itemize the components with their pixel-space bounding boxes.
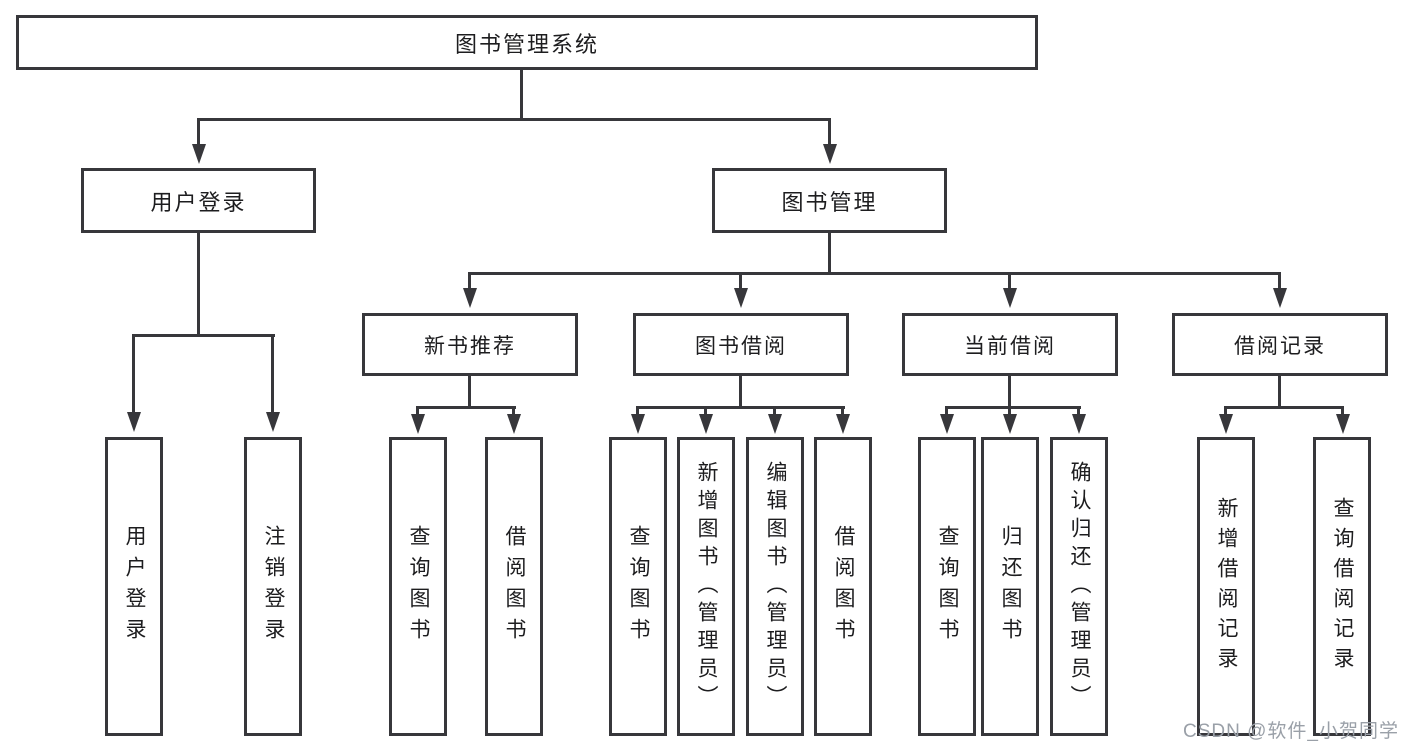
line (841, 406, 844, 416)
line (739, 272, 742, 290)
line (197, 118, 200, 146)
arrowhead-down-icon (1003, 414, 1017, 434)
line (468, 272, 471, 290)
line (1224, 406, 1227, 416)
leaf-current-query-books: 查询图书 (918, 437, 976, 736)
line (828, 233, 831, 272)
node-library-system: 图书管理系统 (16, 15, 1038, 70)
line (468, 376, 471, 406)
line (945, 406, 948, 416)
leaf-borrow-add-books-admin: 新增图书（管理员） (677, 437, 735, 736)
node-book-management: 图书管理 (712, 168, 947, 233)
leaf-borrow-borrow-books: 借阅图书 (814, 437, 872, 736)
line (416, 406, 516, 409)
line (271, 334, 274, 414)
line (512, 406, 515, 416)
arrowhead-down-icon (411, 414, 425, 434)
node-current-borrow: 当前借阅 (902, 313, 1118, 376)
csdn-watermark: CSDN @软件_小贺同学 (1183, 721, 1399, 742)
line (132, 334, 275, 337)
line (1077, 406, 1080, 416)
arrowhead-down-icon (1072, 414, 1086, 434)
line (636, 406, 845, 409)
line (739, 376, 742, 406)
arrowhead-down-icon (1219, 414, 1233, 434)
line (1341, 406, 1344, 416)
line (468, 272, 1281, 275)
line (1278, 376, 1281, 406)
line (1008, 376, 1011, 406)
arrowhead-down-icon (192, 144, 206, 164)
line (1224, 406, 1344, 409)
node-user-login: 用户登录 (81, 168, 316, 233)
leaf-borrow-edit-books-admin: 编辑图书（管理员） (746, 437, 804, 736)
leaf-records-add-record: 新增借阅记录 (1197, 437, 1255, 736)
arrowhead-down-icon (463, 288, 477, 308)
leaf-current-return-books: 归还图书 (981, 437, 1039, 736)
line (416, 406, 419, 416)
arrowhead-down-icon (1273, 288, 1287, 308)
node-borrow-records: 借阅记录 (1172, 313, 1388, 376)
arrowhead-down-icon (1336, 414, 1350, 434)
arrowhead-down-icon (1003, 288, 1017, 308)
line (945, 406, 1081, 409)
leaf-records-query-record: 查询借阅记录 (1313, 437, 1371, 736)
node-book-borrow: 图书借阅 (633, 313, 849, 376)
arrowhead-down-icon (699, 414, 713, 434)
arrowhead-down-icon (507, 414, 521, 434)
leaf-logout: 注销登录 (244, 437, 302, 736)
line (1008, 272, 1011, 290)
arrowhead-down-icon (836, 414, 850, 434)
arrowhead-down-icon (940, 414, 954, 434)
line (197, 118, 831, 121)
arrowhead-down-icon (631, 414, 645, 434)
leaf-recommend-borrow-books: 借阅图书 (485, 437, 543, 736)
line (1278, 272, 1281, 290)
node-new-book-recommend: 新书推荐 (362, 313, 578, 376)
line (704, 406, 707, 416)
line (828, 118, 831, 146)
line (520, 70, 523, 118)
line (1008, 406, 1011, 416)
arrowhead-down-icon (734, 288, 748, 308)
line (132, 334, 135, 414)
arrowhead-down-icon (266, 412, 280, 432)
line (636, 406, 639, 416)
leaf-user-login: 用户登录 (105, 437, 163, 736)
leaf-borrow-query-books: 查询图书 (609, 437, 667, 736)
line (773, 406, 776, 416)
line (197, 233, 200, 334)
arrowhead-down-icon (768, 414, 782, 434)
leaf-current-confirm-return-admin: 确认归还（管理员） (1050, 437, 1108, 736)
arrowhead-down-icon (823, 144, 837, 164)
arrowhead-down-icon (127, 412, 141, 432)
leaf-recommend-query-books: 查询图书 (389, 437, 447, 736)
